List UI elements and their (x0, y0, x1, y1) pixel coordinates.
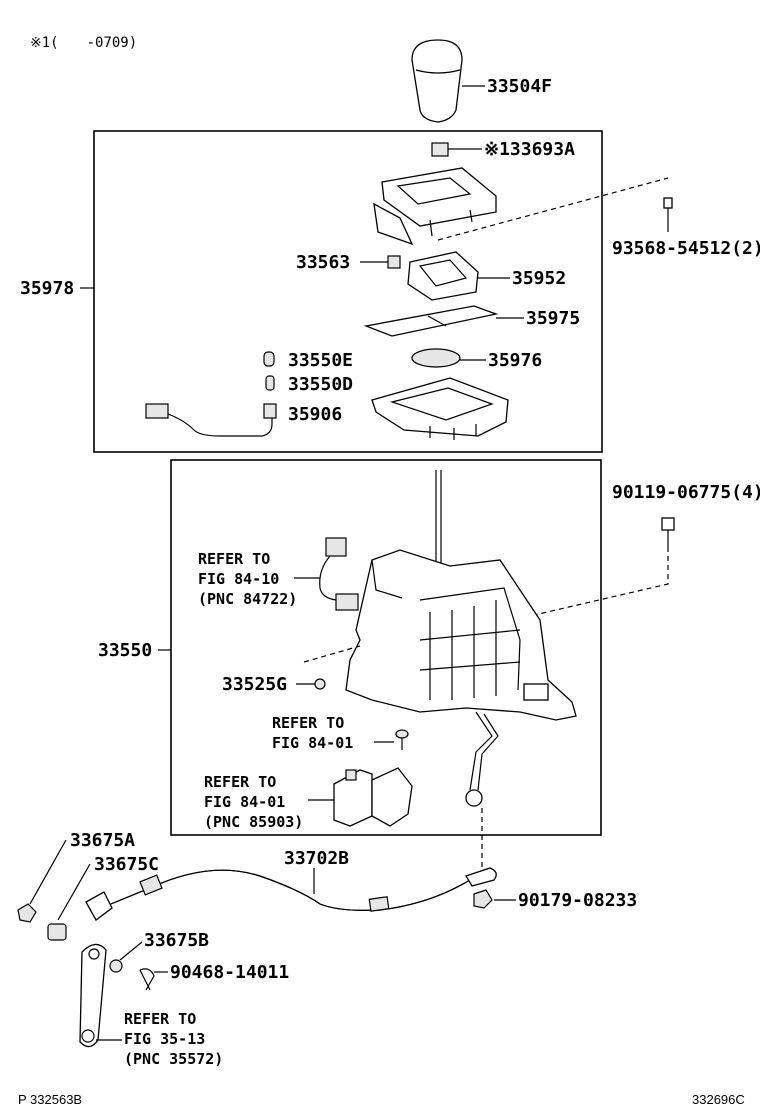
footer-right-code: 332696C (692, 1092, 745, 1107)
refer-3-line1: REFER TO (204, 773, 276, 791)
switch-85903-drawing (333, 767, 413, 827)
lever-arm-drawing (79, 943, 107, 1048)
shift-knob-drawing (411, 39, 463, 123)
clip-90468-drawing (139, 968, 155, 991)
part-label-33550D: 33550D (288, 374, 353, 395)
indicator-housing-drawing (373, 167, 497, 246)
part-label-35906: 35906 (288, 404, 342, 425)
nut-90179-drawing (473, 889, 493, 909)
refer-2-line2: FIG 84-01 (272, 734, 353, 752)
bulb-33550E-drawing (263, 351, 275, 367)
refer-4-line3: (PNC 35572) (124, 1050, 223, 1068)
linkage-rod-drawing (465, 711, 499, 807)
indicator-base-drawing (371, 377, 509, 440)
clip-33563-drawing (387, 255, 401, 269)
bolt-90119-drawing (661, 517, 675, 552)
control-cable-drawing (85, 867, 497, 921)
part-label-33550E: 33550E (288, 350, 353, 371)
part-label-33675C: 33675C (94, 854, 159, 875)
refer-1-line3: (PNC 84722) (198, 590, 297, 608)
connector-harness-drawing (319, 537, 359, 611)
part-label-33550: 33550 (98, 640, 152, 661)
refer-3-line3: (PNC 85903) (204, 813, 303, 831)
part-label-33563: 33563 (296, 252, 350, 273)
bulb-33550D-drawing (265, 375, 275, 391)
part-label-33702B: 33702B (284, 848, 349, 869)
part-label-35952: 35952 (512, 268, 566, 289)
disc-35976-drawing (411, 348, 461, 368)
button-33693A-drawing (431, 142, 449, 157)
plate-35952-drawing (407, 251, 479, 301)
refer-1-line2: FIG 84-10 (198, 570, 279, 588)
bolt-93568-drawing (663, 197, 673, 232)
part-label-93568-54512: 93568-54512(2) (612, 238, 760, 259)
bushing-33675A-drawing (17, 903, 37, 923)
part-label-35978: 35978 (20, 278, 74, 299)
shift-bracket-drawing (345, 549, 577, 721)
part-label-90179-08233: 90179-08233 (518, 890, 637, 911)
bushing-33675B-drawing (109, 959, 123, 973)
washer-33525G-drawing (314, 678, 326, 690)
footer-left-code: P 332563B (18, 1092, 82, 1107)
part-label-35975: 35975 (526, 308, 580, 329)
bushing-33675C-drawing (47, 923, 67, 941)
part-label-33504F: 33504F (487, 76, 552, 97)
refer-4-line2: FIG 35-13 (124, 1030, 205, 1048)
screw-ref2-drawing (395, 729, 409, 750)
refer-3-line2: FIG 84-01 (204, 793, 285, 811)
part-label-33693A: ※133693A (484, 139, 575, 160)
refer-1-line1: REFER TO (198, 550, 270, 568)
assembly-box-35978 (93, 130, 603, 453)
part-label-33675A: 33675A (70, 830, 135, 851)
refer-4-line1: REFER TO (124, 1010, 196, 1028)
part-label-90119-06775: 90119-06775(4) (612, 482, 760, 503)
header-note: ※1( -0709) (30, 35, 137, 51)
part-label-33675B: 33675B (144, 930, 209, 951)
refer-2-line1: REFER TO (272, 714, 344, 732)
assembly-box-33550 (170, 459, 602, 836)
strip-35975-drawing (363, 305, 499, 337)
part-label-90468-14011: 90468-14011 (170, 962, 289, 983)
part-label-33525G: 33525G (222, 674, 287, 695)
harness-35906-drawing (145, 403, 277, 437)
part-label-35976: 35976 (488, 350, 542, 371)
